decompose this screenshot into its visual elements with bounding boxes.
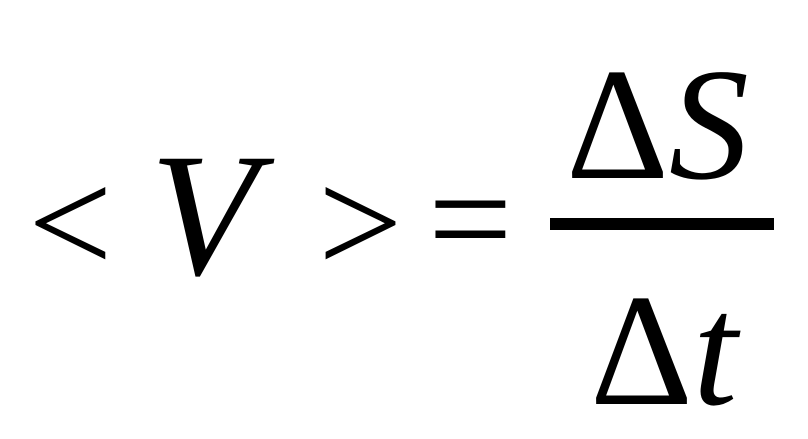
- denominator-delta: Δ: [590, 261, 693, 439]
- velocity-variable: V: [150, 118, 258, 313]
- equals-sign: =: [428, 136, 513, 302]
- fraction-numerator: ΔS: [566, 44, 749, 204]
- left-angle-bracket: <: [28, 140, 113, 306]
- denominator-symbol: t: [692, 261, 738, 439]
- fraction-bar: [550, 218, 774, 230]
- numerator-symbol: S: [668, 35, 749, 213]
- right-angle-bracket: >: [318, 140, 403, 306]
- numerator-delta: Δ: [566, 35, 669, 213]
- fraction-denominator: Δt: [590, 270, 737, 430]
